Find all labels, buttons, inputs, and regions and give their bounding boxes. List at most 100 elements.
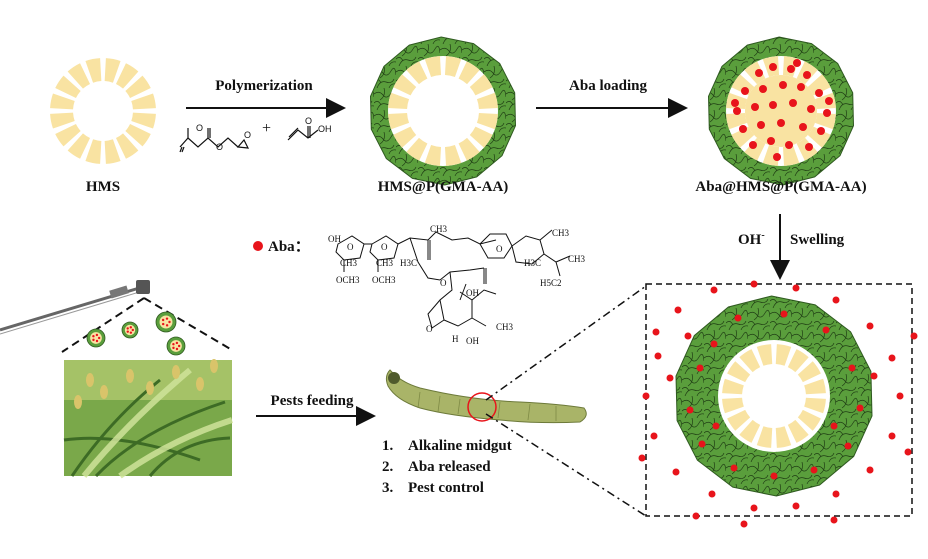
released-aba-dot [888,354,896,362]
aba-molecule-dot [797,83,805,91]
spray-particle-aba [172,346,175,350]
mol-o-3: O [496,244,503,254]
released-aba-dot [734,314,742,322]
released-aba-dot [650,432,658,440]
aba-molecule-dot [817,127,825,135]
released-aba-dot [684,332,692,340]
mesopore-segment [787,349,809,373]
sprayer-icon [0,280,150,335]
aba-legend-text: Aba [268,239,295,255]
spray-particle-aba [129,326,132,329]
caterpillar-icon [385,369,587,424]
mol-ch3-2: CH3 [376,258,394,268]
rice-plant-photo [63,359,233,479]
mesopore-segment [469,126,493,148]
aba-molecule-dot [731,99,739,107]
aba-molecule-dot [823,109,831,117]
mesopore-segment [782,144,800,166]
abamectin-structure-icon [335,229,571,329]
mesopore-segment [125,75,151,99]
aba-molecule-dot [739,125,747,133]
mol-o-5: O [426,324,433,334]
released-aba-dot [638,454,646,462]
aba-molecule-dot [803,71,811,79]
aba-molecule-dot [779,81,787,89]
step-text: Pest control [408,480,484,496]
spray-particle-aba [131,328,134,332]
aba-molecule-dot [805,143,813,151]
released-aba-dot [674,306,682,314]
spray-particle-aba [177,344,181,348]
mol-h3c-2: H3C [524,258,541,268]
released-aba-dot [712,422,720,430]
mesopore-segment [115,63,139,89]
mesopore-segment [67,63,91,89]
zoom-box [645,283,913,517]
released-aba-dot [654,352,662,360]
spray-particle-aba [165,317,169,320]
aba-molecule-dot [799,123,807,131]
mesopore-segment [775,344,792,366]
mesopore-segment [756,344,773,366]
spray-particle-aba [175,341,179,345]
aba-molecule-dot [785,141,793,149]
aba-molecule-dot [733,107,741,115]
mesopore-segment [727,409,751,431]
aa-oh-label: OH [318,124,332,134]
aba-hms-p-label: Aba@HMS@P(GMA-AA) [695,179,866,195]
aba-molecule-dot [755,69,763,77]
released-aba-dot [866,466,874,474]
aba-molecule-dot [773,153,781,161]
mol-h3c-1: H3C [400,258,417,268]
mesopore-segment [814,112,836,130]
mesopore-segment [85,139,102,164]
released-aba-dot [666,374,674,382]
mesopore-segment [444,144,462,166]
mesopore-segment [726,112,748,130]
aba-molecule-dot [787,65,795,73]
aba-molecule-dot [825,97,833,105]
step-item: 1.Alkaline midgut [382,436,512,457]
mesopore-segment [744,137,766,161]
released-aba-dot [866,322,874,330]
released-aba-dot [792,284,800,292]
mesopore-segment [458,137,480,161]
mol-och3-1: OCH3 [336,275,360,285]
mesopore-segment [807,126,831,148]
gma-monomer-icon [179,128,250,153]
released-aba-dot [642,392,650,400]
mol-oh-2: OH [466,288,479,298]
spray-particle-aba [172,342,175,346]
spray-particles [86,311,186,356]
aba-molecule-dot [757,121,765,129]
aba-legend-dot [253,241,263,251]
released-aba-dots [638,280,918,528]
released-aba-dot [832,296,840,304]
mesopore-segment [67,133,91,159]
zoom-lines [485,285,647,517]
hms-label: HMS [86,179,120,195]
mol-oh-1: OH [328,234,341,244]
mesopore-segment [50,112,75,129]
released-aba-dot [710,286,718,294]
released-aba-dot [822,326,830,334]
midgut-highlight-circle [467,392,497,422]
aba-molecule-dot [741,87,749,95]
mesopore-segment [85,58,102,83]
released-aba-dot [830,422,838,430]
released-aba-dot [848,364,856,372]
mesopore-segment [762,144,780,166]
mesopore-segment [797,409,821,431]
step-item: 3.Pest control [382,478,512,499]
mesopore-segment [388,92,410,110]
spray-particle-aba [95,339,99,343]
released-aba-dot [672,468,680,476]
mesopore-segment [804,397,826,414]
mesopore-segment [804,378,826,395]
spray-particle-aba [97,336,101,340]
mesopore-segment [406,137,428,161]
mol-ch3-4: CH3 [552,228,570,238]
aba-molecule-dot [815,89,823,97]
mesopore-segment [131,93,156,110]
